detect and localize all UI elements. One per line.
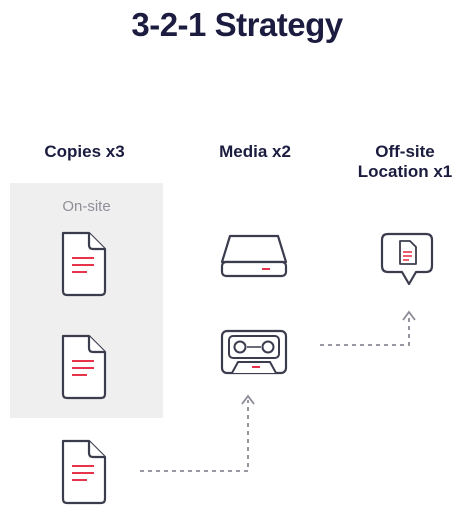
- offsite-heading-line1: Off-site: [375, 142, 435, 161]
- arrow-copy-to-tape: [140, 394, 255, 472]
- document-icon: [61, 439, 107, 505]
- diagram-title: 3-2-1 Strategy: [131, 6, 343, 43]
- arrow-tape-to-offsite: [320, 310, 416, 346]
- onsite-label: On-site: [62, 198, 111, 215]
- hard-drive-icon: [220, 234, 288, 278]
- offsite-heading-line2: Location x1: [357, 162, 453, 181]
- offsite-heading: Off-site Location x1: [345, 142, 465, 182]
- document-icon: [61, 334, 107, 400]
- document-icon: [61, 231, 107, 297]
- tape-cartridge-icon: [220, 329, 288, 375]
- location-pin-icon: [380, 232, 434, 286]
- media-heading: Media x2: [219, 142, 291, 161]
- copies-heading: Copies x3: [44, 142, 125, 161]
